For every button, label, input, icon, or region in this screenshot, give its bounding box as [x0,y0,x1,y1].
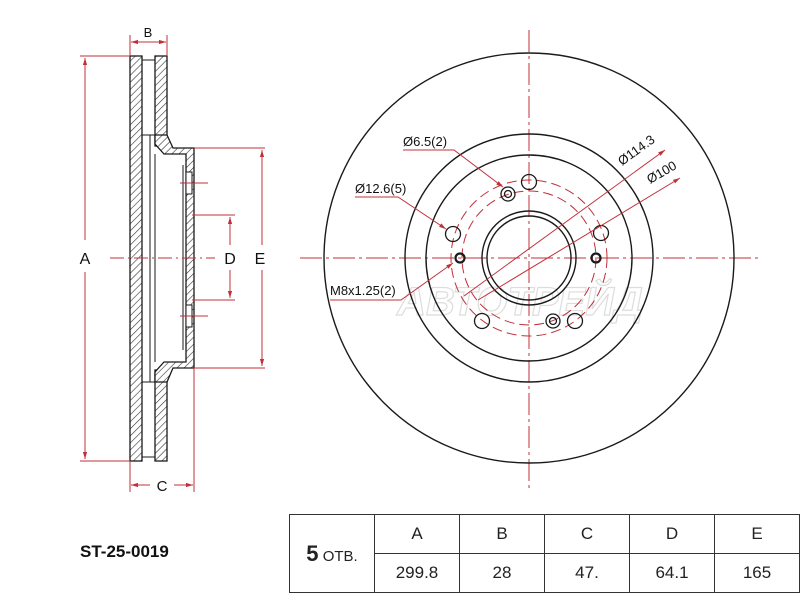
holes-label: ОТВ. [322,547,358,565]
watermark: АВТОТРЕЙД [396,277,643,324]
header-d: D [629,514,715,554]
table-header-row: 5 ОТВ. A B C D E [289,514,800,593]
bolt-hole [444,225,462,243]
dim-label-c: C [157,478,168,495]
small-hole-boss [545,313,561,329]
header-a: A [374,514,460,554]
friction-ring-inner-edge [404,133,654,383]
header-c: C [544,514,630,554]
thread-hole [590,252,602,264]
dim-label-a: A [80,251,91,268]
bolt-hole [473,312,491,330]
inner-friction-plate-bottom [154,369,168,462]
callout-pcd: Ø114.3 [615,132,658,169]
front-view [300,30,760,490]
value-c: 47. [544,553,630,593]
value-e: 165 [714,553,800,593]
small-hole [548,316,558,326]
callout-small-hole: Ø6.5(2) [403,134,447,149]
value-a: 299.8 [374,553,460,593]
bolt-hole [520,173,538,191]
part-number: ST-25-0019 [80,542,169,561]
spec-table: 5 ОТВ. A B C D E 299.8 28 47. 64.1 165 [289,514,800,593]
center-bore-outer [481,210,577,306]
header-b: B [459,514,545,554]
disc-outer-edge [323,52,735,464]
thread-hole [454,252,466,264]
holes-count: 5 [306,540,319,566]
front-callout-leaders [330,149,681,301]
header-e: E [714,514,800,554]
dim-label-b: B [144,25,153,40]
dim-label-e: E [255,251,266,268]
callout-bolt-hole: Ø12.6(5) [355,181,406,196]
dim-label-d: D [224,251,236,268]
small-hole-boss [500,186,516,202]
inner-friction-plate-top [154,55,168,147]
bolt-hole [566,312,584,330]
side-view-dimensions [80,35,265,492]
small-hole [503,189,513,199]
holes-count-cell: 5 ОТВ. [289,514,375,593]
value-b: 28 [459,553,545,593]
bolt-holes [444,173,610,330]
value-d: 64.1 [629,553,715,593]
hat-edge [425,154,633,362]
callout-thread-hole: M8x1.25(2) [330,283,396,298]
table-values-row: 299.8 28 47. 64.1 165 [290,553,800,593]
center-bore-inner [486,215,572,301]
